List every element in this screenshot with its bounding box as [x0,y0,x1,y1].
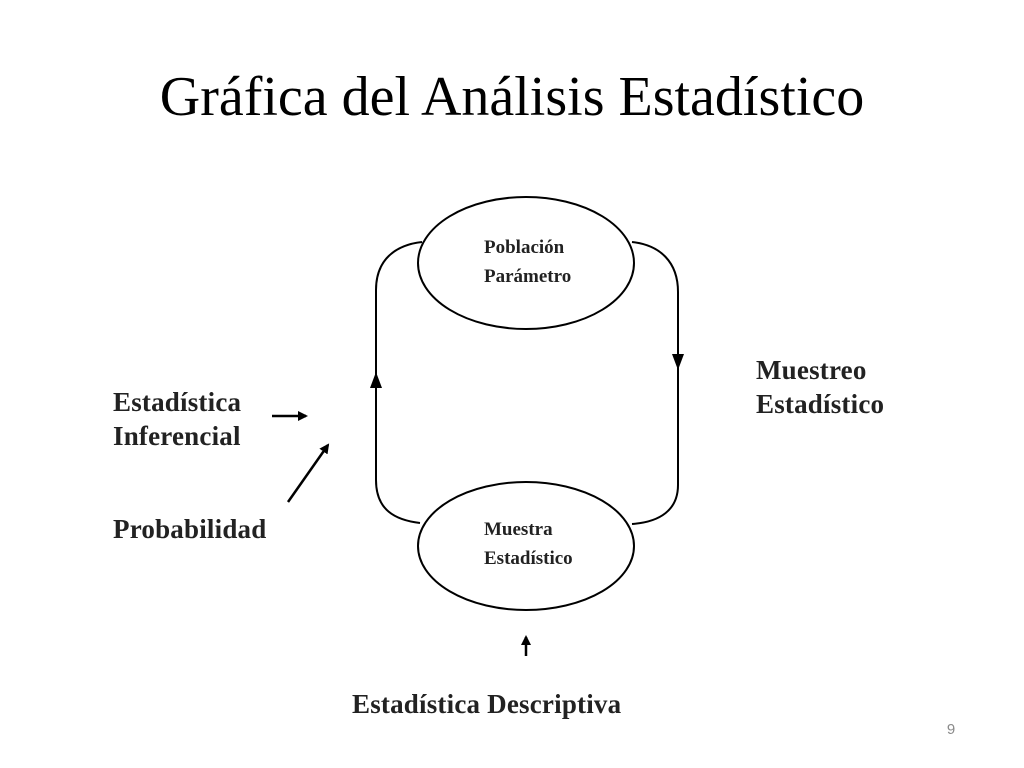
sample-label-line1: Muestra [484,519,553,540]
left-line-up-arrow [370,372,382,388]
left-cycle-line [375,241,423,524]
descriptive-label: Estadística Descriptiva [352,689,622,719]
right-line-down-arrow [672,354,684,370]
slide-title: Gráfica del Análisis Estadístico [159,66,865,128]
population-label-line2: Parámetro [484,266,572,287]
sampling-label-line1: Muestreo [756,355,867,385]
inferential-label-line2: Inferencial [113,421,241,451]
population-label-line1: Población [484,237,565,258]
inferential-label: Estadística Inferencial [113,385,241,453]
population-node [417,196,635,330]
sampling-label: Muestreo Estadístico [756,353,884,421]
sample-node [417,481,635,611]
sample-label-line2: Estadístico [484,548,573,569]
probability-label: Probabilidad [113,514,267,544]
sample-label: Muestra Estadístico [484,515,573,573]
page-number: 9 [946,721,956,738]
probability-arrow [286,443,330,503]
population-label: Población Parámetro [484,233,571,291]
inferential-label-line1: Estadística [113,387,242,417]
sampling-label-line2: Estadístico [756,389,885,419]
right-cycle-line [631,241,679,525]
